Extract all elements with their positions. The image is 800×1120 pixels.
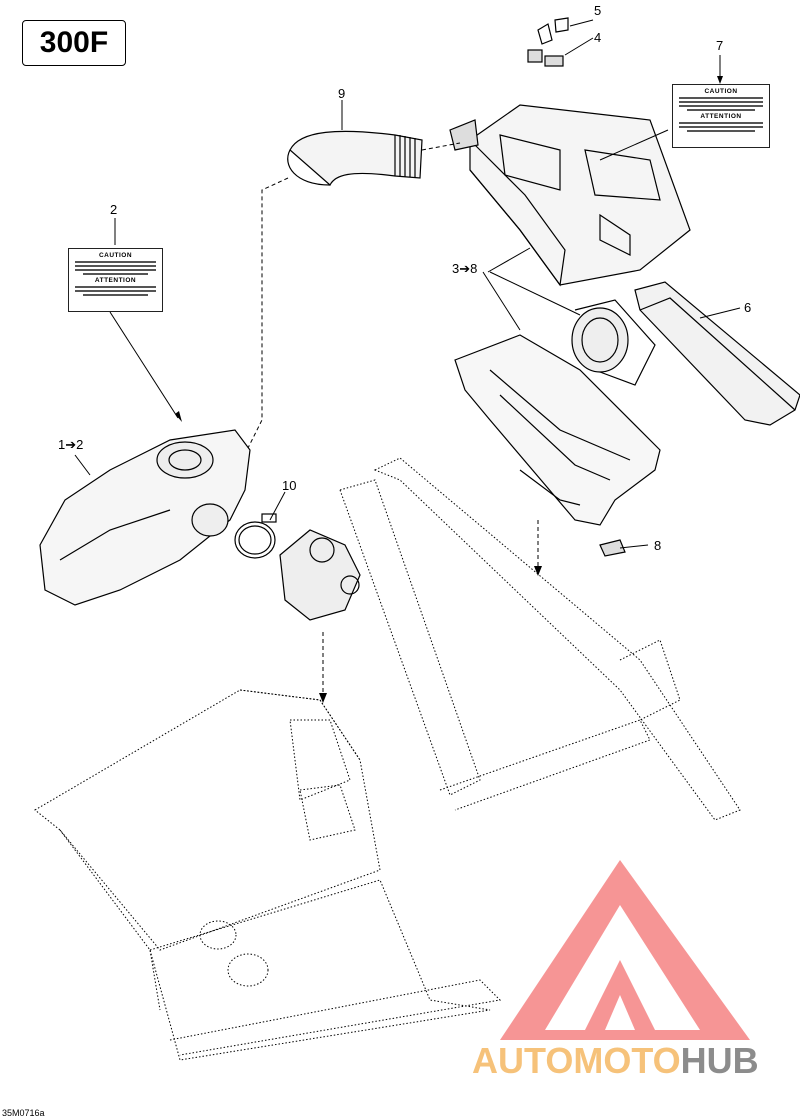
callout-4: 4 [594,30,602,45]
intake-silencer [39,429,251,606]
hose-clamp [234,513,277,559]
callout-1: 1➔2 [58,437,84,452]
model-badge: 300F [22,20,126,66]
callout-5: 5 [594,3,602,18]
callout-6: 6 [744,300,752,315]
callout-2: 2 [110,202,118,217]
callout-8: 8 [654,538,662,553]
intake-hose [287,130,423,186]
caution-decal-right: CAUTION ATTENTION [672,84,770,148]
watermark-text-part2: HUB [680,1040,759,1081]
caution-decal-left: CAUTION ATTENTION [68,248,163,312]
front-frame-rail [339,479,481,796]
watermark-text: AUTOMOTOHUB [472,1040,759,1082]
airbox-base [454,334,661,557]
floor-pan [34,689,381,951]
watermark-logo [500,860,750,1040]
decal-heading: CAUTION [704,88,738,95]
filter-duct [571,299,656,386]
watermark-text-part1: AUTOMOTO [472,1040,681,1081]
carburetor [279,529,361,621]
airbox-cover [449,17,691,287]
callout-3: 3➔8 [452,261,478,276]
filter-element [634,281,800,426]
decal-heading: CAUTION [98,252,133,259]
callout-9: 9 [338,86,346,101]
reference-code: 35M0716a [2,1108,45,1118]
callout-7: 7 [716,38,724,53]
decal-heading: ATTENTION [94,277,137,284]
callout-10: 10 [282,478,297,493]
decal-heading: ATTENTION [700,113,742,120]
